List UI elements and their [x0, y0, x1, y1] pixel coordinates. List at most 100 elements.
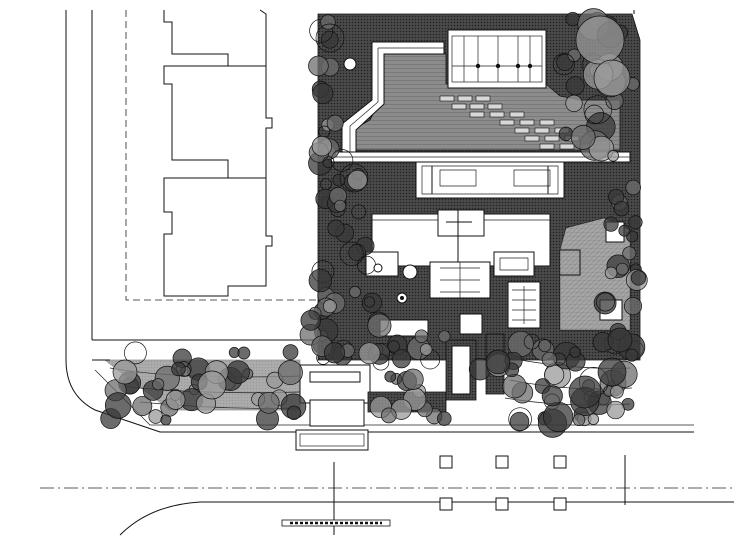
- tree-canopy: [361, 292, 383, 313]
- tree-canopy: [124, 341, 147, 365]
- site-right-boundary: [624, 10, 635, 505]
- tree-canopy: [593, 291, 617, 315]
- tree-canopy: [569, 346, 581, 358]
- tree-canopy: [523, 333, 540, 350]
- tree-canopy: [308, 268, 332, 293]
- tree-canopy: [327, 219, 345, 237]
- tree-canopy: [565, 76, 585, 96]
- tree-canopy: [593, 59, 631, 97]
- tree-canopy: [322, 156, 335, 169]
- tree-canopy: [197, 370, 227, 400]
- tree-canopy: [583, 95, 613, 124]
- tree-canopy: [392, 349, 411, 369]
- tree-canopy: [312, 82, 334, 105]
- tree-canopy: [358, 342, 381, 365]
- tree-canopy: [541, 385, 563, 407]
- tree-canopy: [349, 286, 361, 298]
- tree-canopy: [132, 396, 153, 417]
- entrance-walkway: [295, 333, 505, 451]
- tree-canopy: [575, 15, 625, 65]
- tree-canopy: [419, 343, 433, 356]
- tree-canopy: [625, 348, 639, 362]
- tree-canopy: [308, 55, 329, 77]
- tree-canopy: [348, 243, 366, 262]
- tree-canopy: [112, 359, 138, 385]
- tree-canopy: [595, 292, 615, 312]
- tree-canopy: [367, 313, 392, 338]
- tree-canopy: [334, 199, 347, 212]
- tree-canopy: [610, 384, 624, 399]
- tree-canopy: [339, 163, 369, 193]
- feature-markers: [343, 57, 418, 304]
- tree-canopy: [437, 411, 452, 426]
- tree-canopy: [622, 246, 637, 261]
- tree-canopy: [351, 204, 367, 220]
- tree-canopy: [257, 391, 280, 414]
- tree-canopy: [152, 378, 165, 391]
- tree-canopy: [502, 374, 527, 399]
- tree-canopy: [380, 407, 397, 424]
- side-structures: [379, 221, 625, 337]
- tree-canopy: [541, 351, 558, 368]
- axis-and-scale: [281, 462, 391, 535]
- tree-canopy: [165, 390, 186, 410]
- tree-canopy: [282, 344, 299, 360]
- tree-canopy: [558, 126, 574, 141]
- tree-canopy: [160, 414, 172, 426]
- bollards: [439, 455, 567, 511]
- tree-canopy: [322, 299, 337, 314]
- central-building: [365, 209, 551, 299]
- tree-canopy: [568, 375, 602, 409]
- tree-canopy: [603, 216, 619, 232]
- tree-canopy: [311, 136, 333, 157]
- tree-canopy: [339, 241, 364, 266]
- road-edges: [40, 10, 734, 536]
- tree-canopy: [552, 53, 575, 76]
- tree-canopy: [320, 30, 339, 49]
- tree-canopy: [315, 23, 345, 53]
- tree-canopy: [625, 179, 641, 196]
- tree-canopy: [543, 401, 574, 432]
- tree-canopy: [587, 413, 600, 425]
- tree-canopy: [604, 266, 618, 280]
- tree-canopy: [387, 340, 400, 353]
- tree-canopy: [323, 342, 346, 364]
- tree-canopy: [618, 224, 631, 237]
- neighbor-building-outline: [125, 9, 320, 301]
- tree-canopy: [538, 339, 552, 353]
- tree-canopy: [277, 360, 303, 386]
- tree-canopy: [363, 296, 376, 308]
- tree-canopy: [300, 310, 322, 331]
- tree-canopy: [104, 392, 132, 419]
- tree-canopy: [148, 409, 163, 424]
- tree-canopy: [616, 262, 629, 276]
- tree-canopy: [606, 400, 625, 420]
- tree-canopy: [607, 327, 633, 353]
- tree-canopy: [326, 114, 344, 132]
- tree-canopy: [607, 150, 619, 162]
- terrace-band: [329, 151, 631, 199]
- tree-canopies: [100, 8, 648, 438]
- tree-canopy: [237, 346, 251, 360]
- tree-canopy: [572, 413, 586, 427]
- tree-canopy: [597, 357, 627, 387]
- tree-canopy: [171, 361, 186, 377]
- tree-canopy: [286, 405, 302, 420]
- tree-canopy: [623, 297, 643, 316]
- tree-canopy: [384, 370, 397, 383]
- tree-canopy: [226, 360, 250, 384]
- tree-canopy: [402, 368, 424, 390]
- pergola-grid: [447, 29, 547, 89]
- tree-canopy: [332, 173, 346, 187]
- tree-canopy: [509, 411, 530, 432]
- tree-canopy: [630, 270, 647, 286]
- tree-canopy: [414, 329, 429, 343]
- tree-canopy: [628, 215, 643, 230]
- tree-canopy: [613, 200, 630, 217]
- winding-path: [341, 41, 445, 153]
- tree-canopy: [347, 169, 368, 191]
- tree-canopy: [565, 94, 583, 113]
- tree-canopy: [320, 14, 336, 30]
- tree-canopy: [570, 125, 596, 150]
